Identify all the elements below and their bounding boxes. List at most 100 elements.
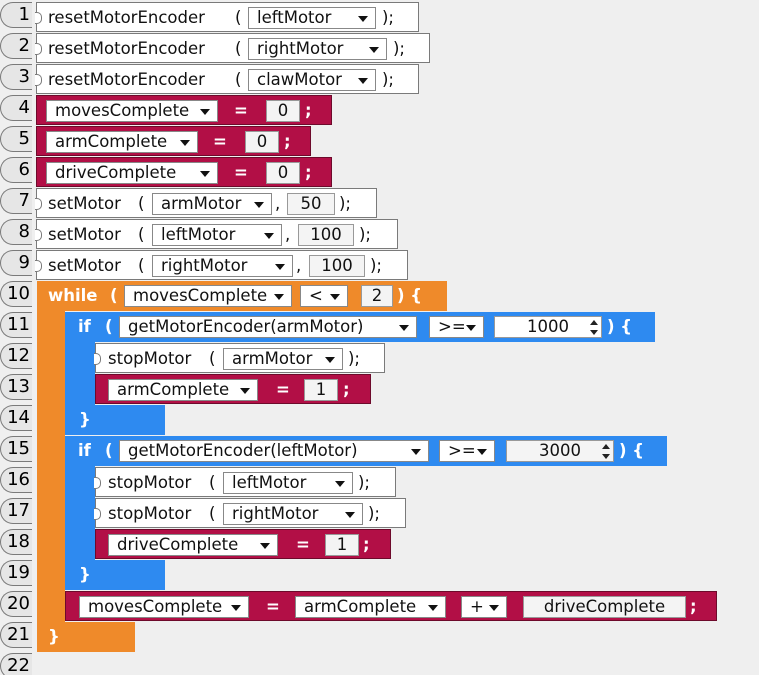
close-paren: ); [393, 39, 405, 58]
assignment-statement[interactable]: driveComplete = 0 ; [36, 157, 332, 187]
stop-motor-statement[interactable]: stopMotor ( leftMotor ); [94, 467, 396, 497]
variable-dropdown[interactable]: armComplete [295, 596, 446, 618]
line-number: 14 [0, 405, 32, 431]
if-end-block[interactable] [65, 405, 165, 435]
value-input[interactable]: 0 [266, 100, 300, 122]
spinner-icon[interactable] [601, 442, 611, 460]
assignment-statement[interactable]: armComplete = 1 ; [95, 374, 371, 404]
close-brace: } [79, 410, 91, 429]
while-keyword: while [48, 286, 98, 305]
close-paren-brace: ) { [397, 286, 423, 305]
variable-dropdown[interactable]: armComplete [108, 379, 258, 401]
speed-input[interactable]: 100 [309, 255, 365, 277]
line-number: 5 [0, 126, 32, 152]
reset-encoder-statement[interactable]: resetMotorEncoder ( clawMotor ); [35, 64, 419, 94]
open-paren: ( [235, 70, 242, 89]
motor-dropdown[interactable]: rightMotor [152, 255, 293, 277]
function-name: resetMotorEncoder [48, 70, 205, 89]
value-input[interactable]: 2 [361, 285, 393, 307]
function-name: stopMotor [108, 473, 192, 492]
comparison-dropdown[interactable]: < [300, 285, 348, 307]
connector-notch [94, 477, 101, 489]
chevron-down-icon [369, 47, 379, 53]
assignment-statement[interactable]: driveComplete = 1 ; [95, 529, 391, 559]
variable-dropdown[interactable]: armComplete [46, 131, 198, 153]
open-paren: ( [235, 8, 242, 27]
set-motor-statement[interactable]: setMotor ( rightMotor , 100 ); [35, 250, 408, 280]
chevron-down-icon [358, 16, 368, 22]
chevron-down-icon [411, 449, 421, 455]
value-input[interactable]: 0 [266, 162, 300, 184]
chevron-down-icon [240, 388, 250, 394]
while-close: } [37, 622, 135, 652]
line-number: 2 [0, 33, 32, 59]
assign-operator: = [296, 535, 310, 554]
chevron-down-icon [477, 449, 487, 455]
close-brace: } [79, 565, 91, 584]
line-number: 13 [0, 374, 32, 400]
open-paren: ( [209, 349, 216, 368]
chevron-down-icon [180, 140, 190, 146]
chevron-down-icon [489, 605, 499, 611]
reset-encoder-statement[interactable]: resetMotorEncoder ( rightMotor ); [35, 33, 430, 63]
variable-dropdown[interactable]: movesComplete [124, 285, 292, 307]
line-number: 9 [0, 250, 32, 276]
line-number: 20 [0, 591, 32, 617]
speed-input[interactable]: 50 [287, 193, 335, 215]
assign-operator: = [234, 101, 248, 120]
motor-dropdown[interactable]: armMotor [223, 348, 343, 370]
function-name: setMotor [48, 225, 121, 244]
comparison-dropdown[interactable]: >= [439, 440, 495, 462]
semicolon: ; [690, 597, 697, 616]
open-paren: ( [138, 225, 145, 244]
line-number: 16 [0, 467, 32, 493]
motor-dropdown[interactable]: leftMotor [248, 7, 376, 29]
speed-input[interactable]: 100 [298, 224, 354, 246]
reset-encoder-statement[interactable]: resetMotorEncoder ( leftMotor ); [35, 2, 419, 32]
open-paren: ( [209, 504, 216, 523]
line-number: 15 [0, 436, 32, 462]
variable-input[interactable]: driveComplete [523, 596, 686, 618]
while-loop-end-block[interactable] [37, 622, 135, 652]
set-motor-statement[interactable]: setMotor ( leftMotor , 100 ); [35, 219, 398, 249]
stop-motor-statement[interactable]: stopMotor ( armMotor ); [94, 343, 385, 373]
line-number: 6 [0, 157, 32, 183]
value-input[interactable]: 1 [325, 534, 359, 556]
comparison-dropdown[interactable]: >= [429, 316, 484, 338]
semicolon: ; [305, 101, 312, 120]
stop-motor-statement[interactable]: stopMotor ( rightMotor ); [94, 498, 406, 528]
value-spinner[interactable]: 3000 [506, 440, 614, 462]
variable-dropdown[interactable]: movesComplete [46, 100, 218, 122]
motor-dropdown[interactable]: leftMotor [152, 224, 282, 246]
value-input[interactable]: 0 [245, 131, 279, 153]
value-spinner[interactable]: 1000 [494, 316, 602, 338]
if-end-block[interactable] [65, 560, 165, 590]
motor-dropdown[interactable]: leftMotor [223, 472, 353, 494]
sensor-dropdown[interactable]: getMotorEncoder(armMotor) [119, 316, 417, 338]
open-paren: ( [105, 441, 113, 460]
assign-operator: = [213, 132, 227, 151]
motor-dropdown[interactable]: clawMotor [248, 69, 376, 91]
assignment-statement[interactable]: movesComplete = 0 ; [36, 95, 332, 125]
assignment-statement[interactable]: armComplete = 0 ; [36, 126, 311, 156]
chevron-down-icon [358, 78, 368, 84]
assignment-statement[interactable]: movesComplete = armComplete + driveCompl… [65, 591, 717, 621]
sensor-dropdown[interactable]: getMotorEncoder(leftMotor) [119, 440, 429, 462]
operator-dropdown[interactable]: + [461, 596, 507, 618]
variable-dropdown[interactable]: movesComplete [79, 596, 249, 618]
value-input[interactable]: 1 [304, 379, 338, 401]
set-motor-statement[interactable]: setMotor ( armMotor , 50 ); [35, 188, 377, 218]
motor-dropdown[interactable]: rightMotor [223, 503, 363, 525]
motor-dropdown[interactable]: armMotor [152, 193, 272, 215]
motor-dropdown[interactable]: rightMotor [248, 38, 387, 60]
spinner-icon[interactable] [589, 318, 599, 336]
close-paren: ); [348, 349, 360, 368]
open-paren: ( [138, 194, 145, 213]
variable-dropdown[interactable]: driveComplete [46, 162, 218, 184]
connector-notch [35, 12, 42, 24]
if-body-bar [65, 342, 95, 405]
comma: , [285, 225, 291, 244]
close-paren: ); [358, 473, 370, 492]
variable-dropdown[interactable]: driveComplete [108, 534, 278, 556]
function-name: stopMotor [108, 504, 192, 523]
